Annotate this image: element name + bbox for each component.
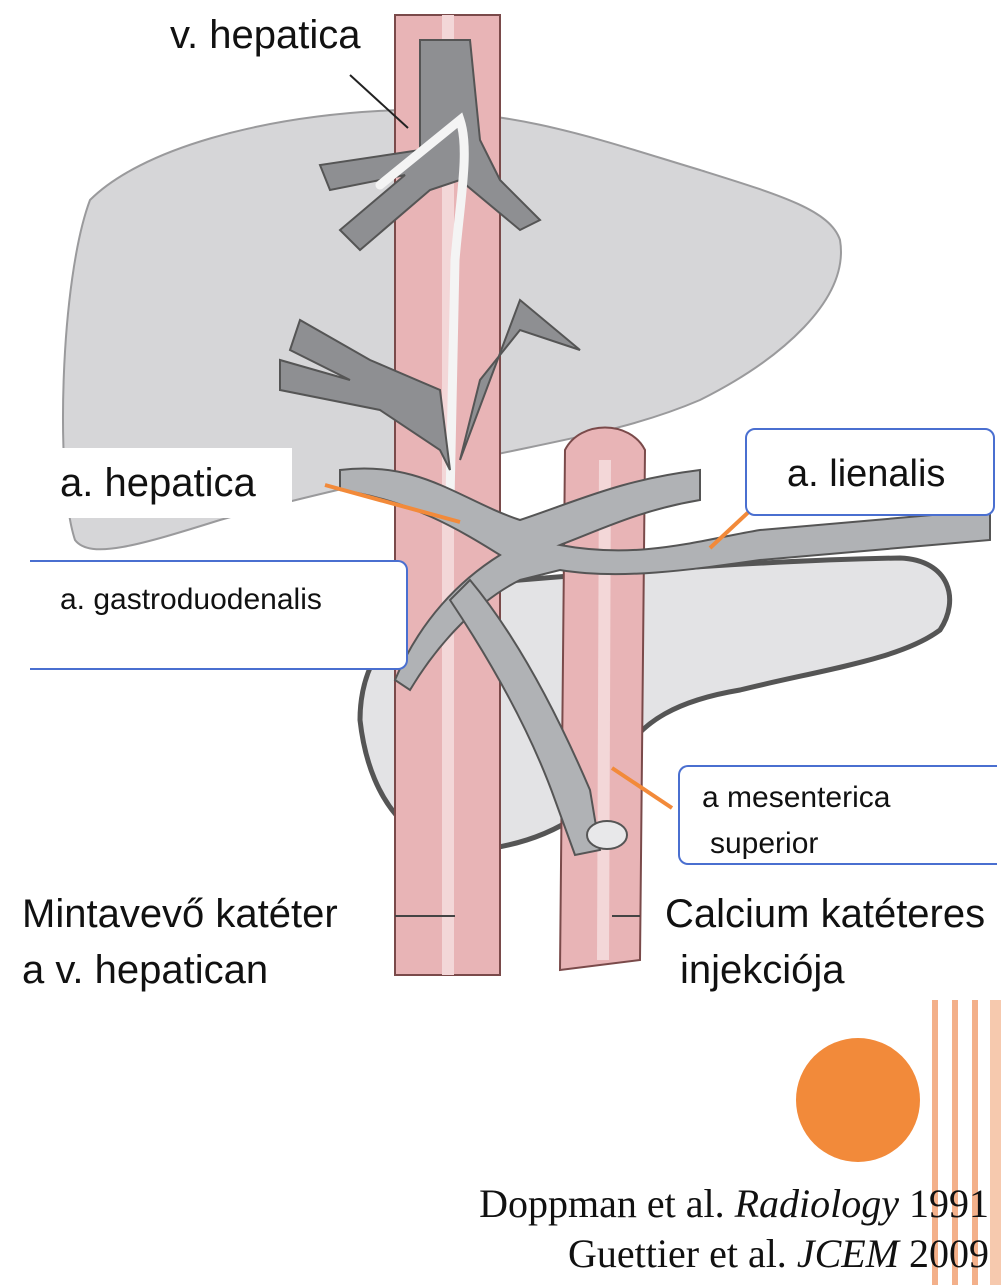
citation-doppman: Doppman et al. Radiology 1991 [479,1180,989,1227]
label-a-gastroduodenalis: a. gastroduodenalis [30,560,408,670]
citation-guettier-year: 2009 [909,1231,989,1276]
orange-circle-decoration [796,1038,920,1162]
label-a-hepatica: a. hepatica [30,448,292,518]
citation-doppman-journal: Radiology [735,1181,899,1226]
label-a-mesenterica-line1: a mesenterica [702,781,890,815]
citation-doppman-year: 1991 [909,1181,989,1226]
label-v-hepatica: v. hepatica [160,10,390,60]
label-catheter-right-line2: injekciója [680,948,845,993]
label-a-mesenterica-line2: superior [710,827,818,861]
citation-doppman-authors: Doppman et al. [479,1181,725,1226]
citation-guettier-journal: JCEM [797,1231,899,1276]
label-catheter-right-line1: Calcium katéteres [665,892,985,937]
label-catheter-left-line2: a v. hepatican [22,948,268,993]
label-catheter-left-line1: Mintavevő katéter [22,892,338,937]
citation-guettier: Guettier et al. JCEM 2009 [568,1230,989,1277]
citation-guettier-authors: Guettier et al. [568,1231,787,1276]
label-a-lienalis: a. lienalis [745,428,995,516]
label-a-mesenterica: a mesenterica superior [678,765,997,865]
